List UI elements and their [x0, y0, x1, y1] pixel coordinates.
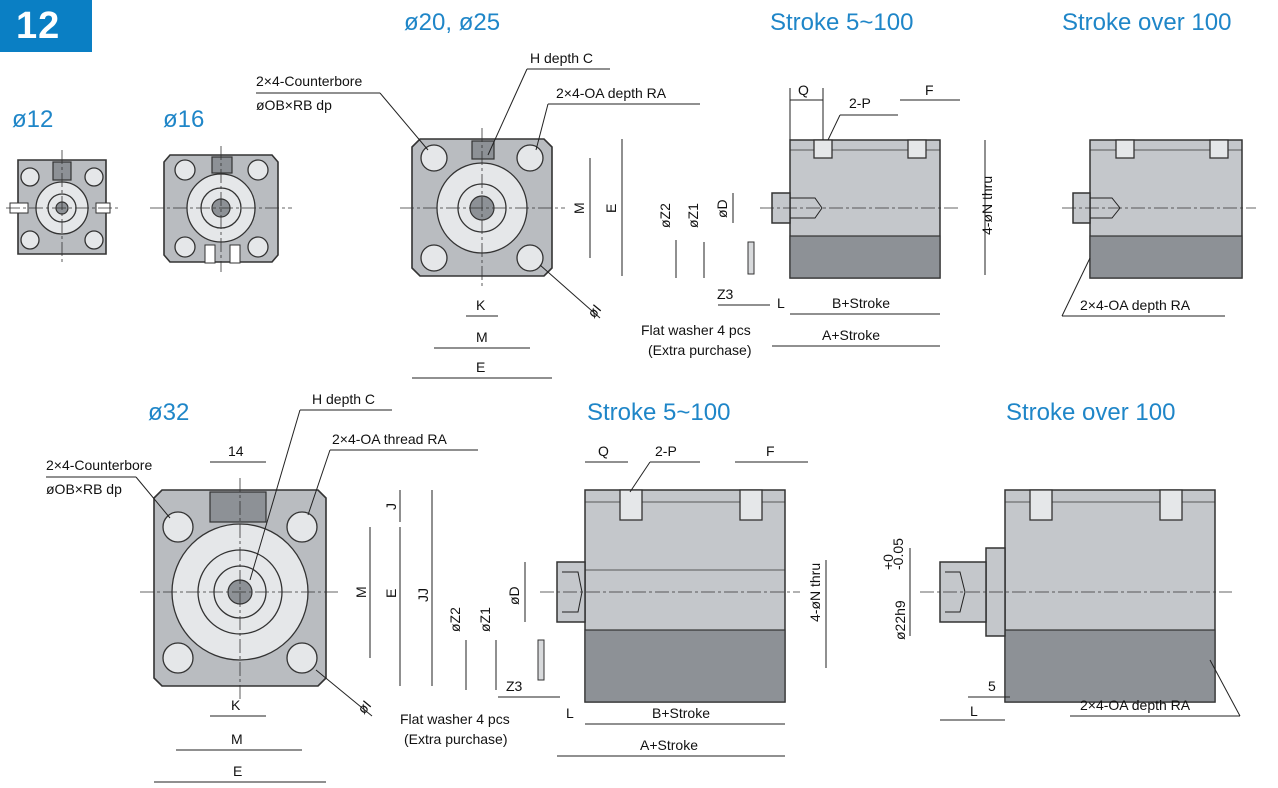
dim-Z2-top: øZ2 [657, 203, 673, 228]
dim-Z1-top: øZ1 [685, 203, 701, 228]
top-side-view-short: Q 2-P F 4-øN thru øZ2 øZ1 øD Z3 L B+Stro… [641, 82, 995, 358]
dim-phiI-top: øI [584, 301, 604, 321]
title-phi16: ø16 [163, 106, 204, 133]
title-stroke-over-100-bottom: Stroke over 100 [1006, 399, 1175, 426]
port-2P-bottom: 2-P [655, 443, 677, 459]
dim-phiI-bottom: øI [354, 697, 374, 717]
dim-JJ: JJ [415, 588, 431, 602]
dim-E-horizontal-top: E [476, 359, 485, 375]
dim-Z3-bottom: Z3 [506, 678, 523, 694]
washer-label-bottom: Flat washer 4 pcs [400, 711, 510, 727]
dim-Q-top: Q [798, 82, 809, 98]
phi20-25-end-view [400, 128, 565, 288]
title-phi32: ø32 [148, 399, 189, 426]
dim-14: 14 [228, 443, 244, 459]
dim-K-bottom: K [231, 697, 241, 713]
title-phi20-25: ø20, ø25 [404, 9, 500, 36]
dim-B-stroke-bottom: B+Stroke [652, 705, 710, 721]
dim-L-long: L [970, 703, 978, 719]
dim-Z2-bottom: øZ2 [447, 607, 463, 632]
counterbore-label-bottom: 2×4-Counterbore [46, 457, 152, 473]
dim-L-bottom: L [566, 705, 574, 721]
dim-M-vertical-bottom: M [353, 586, 369, 598]
h-depth-label-bottom: H depth C [312, 391, 375, 407]
dim-E-vertical-top: E [603, 204, 619, 213]
dim-J: J [383, 503, 399, 510]
oa-thread-label: 2×4-OA thread RA [332, 431, 447, 447]
dim-M-vertical-top: M [571, 202, 587, 214]
tolerance-lower: -0.05 [890, 538, 906, 570]
dim-D-bottom: øD [506, 586, 522, 605]
washer-note-bottom: (Extra purchase) [404, 731, 507, 747]
dim-M-horizontal-bottom: M [231, 731, 243, 747]
bottom-side-view-short: Q 2-P F 4-øN thru øZ2 øZ1 øD Z3 L B+Stro… [400, 443, 827, 757]
title-stroke-over-100-top: Stroke over 100 [1062, 9, 1231, 36]
dim-F-bottom: F [766, 443, 775, 459]
title-phi12: ø12 [12, 106, 53, 133]
dim-B-stroke-top: B+Stroke [832, 295, 890, 311]
dim-A-stroke-top: A+Stroke [822, 327, 880, 343]
dim-L-top: L [777, 295, 785, 311]
washer-label-top: Flat washer 4 pcs [641, 322, 751, 338]
dim-K-top: K [476, 297, 486, 313]
title-stroke-5-100-top: Stroke 5~100 [770, 9, 913, 36]
dim-Z3-top: Z3 [717, 286, 734, 302]
dim-E-horizontal-bottom: E [233, 763, 242, 779]
counterbore-size-top: øOB×RB dp [256, 97, 332, 113]
dim-5: 5 [988, 678, 996, 694]
through-hole-N-top: 4-øN thru [979, 176, 995, 235]
oa-depth-right-top: 2×4-OA depth RA [1080, 297, 1191, 313]
port-2P-top: 2-P [849, 95, 871, 111]
title-stroke-5-100-bottom: Stroke 5~100 [587, 399, 730, 426]
dim-Z1-bottom: øZ1 [477, 607, 493, 632]
phi12-end-view [6, 150, 118, 262]
dim-phi22h9: ø22h9 [892, 600, 908, 640]
dim-A-stroke-bottom: A+Stroke [640, 737, 698, 753]
phi20-25-dimensions: 2×4-Counterbore øOB×RB dp H depth C 2×4-… [256, 50, 700, 379]
phi32-dimensions: H depth C 14 2×4-OA thread RA 2×4-Counte… [46, 391, 478, 783]
oa-depth-right-bottom: 2×4-OA depth RA [1080, 697, 1191, 713]
dim-Q-bottom: Q [598, 443, 609, 459]
washer-note-top: (Extra purchase) [648, 342, 751, 358]
dim-E-vertical-bottom: E [383, 589, 399, 598]
bottom-side-view-long: ø22h9 +0 -0.05 5 L 2×4-OA depth RA [880, 489, 1241, 721]
dim-F-top: F [925, 82, 934, 98]
phi16-end-view [150, 146, 292, 272]
oa-depth-label-top: 2×4-OA depth RA [556, 85, 667, 101]
tolerance-upper: +0 [880, 554, 896, 570]
top-side-view-long: 2×4-OA depth RA [1061, 139, 1256, 317]
section-number-badge: 12 [0, 0, 92, 52]
through-hole-N-bottom: 4-øN thru [807, 563, 823, 622]
dim-M-horizontal-top: M [476, 329, 488, 345]
phi32-end-view [140, 478, 340, 700]
counterbore-size-bottom: øOB×RB dp [46, 481, 122, 497]
h-depth-label-top: H depth C [530, 50, 593, 66]
dim-D-top: øD [714, 199, 730, 218]
section-number: 12 [16, 5, 61, 47]
counterbore-label-top: 2×4-Counterbore [256, 73, 362, 89]
